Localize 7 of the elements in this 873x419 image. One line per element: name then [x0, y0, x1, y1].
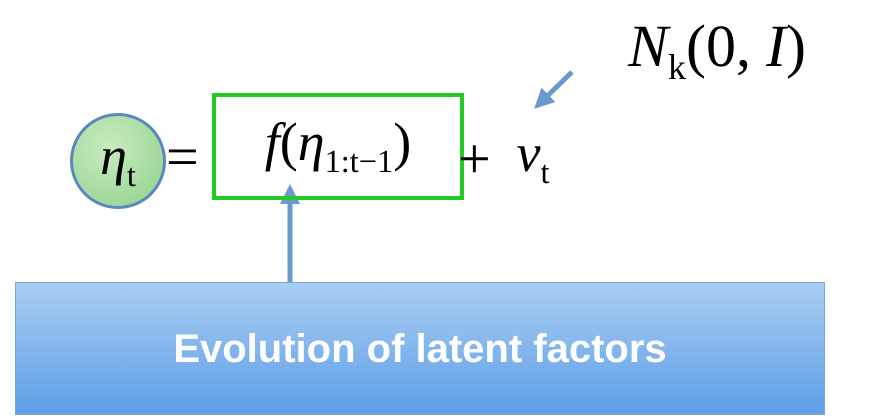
- arrow: [534, 70, 574, 109]
- noise-distribution: N$_{k}$(0, I): [572, 10, 862, 90]
- variable-circle: η$_{t}$: [70, 113, 166, 209]
- arrow: [280, 184, 300, 282]
- equals-sign: =: [166, 128, 199, 186]
- noise-term: ν$_{t}$: [488, 118, 578, 198]
- annotation-box: Evolution of latent factors: [15, 282, 825, 415]
